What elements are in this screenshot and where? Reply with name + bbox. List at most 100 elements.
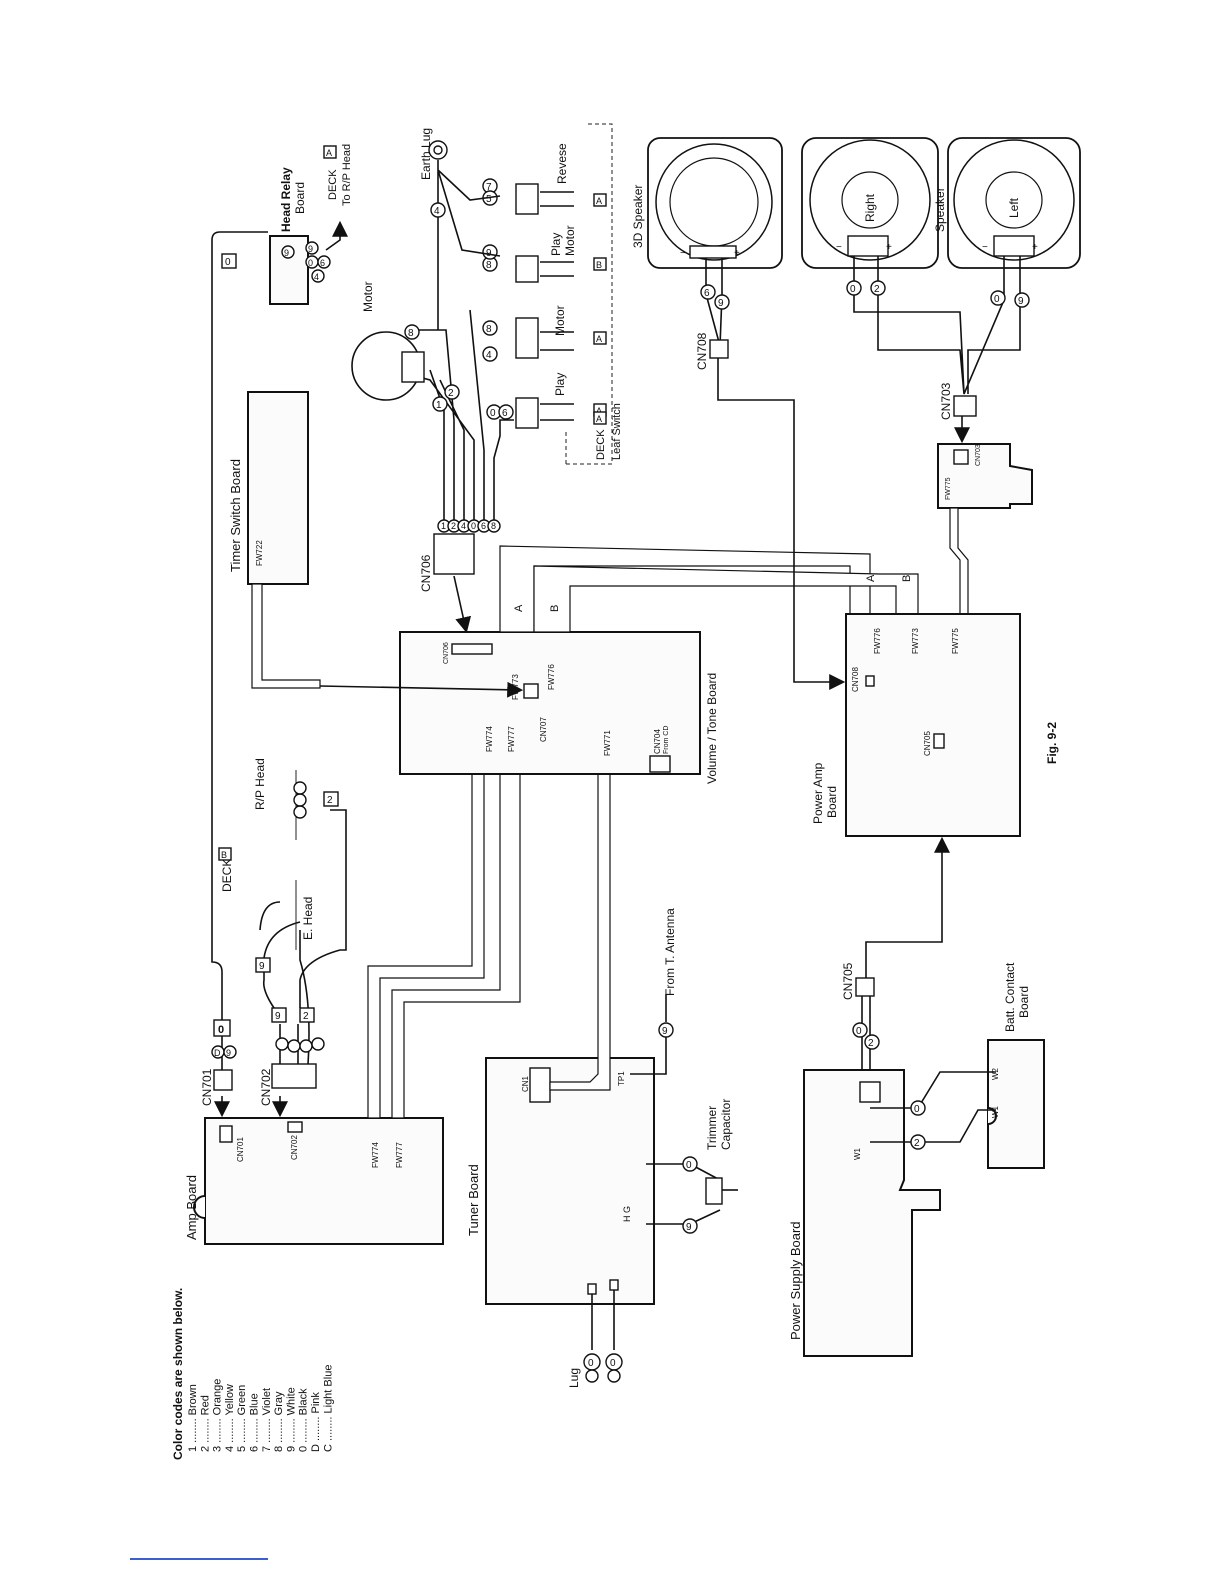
play-motor-label-1: Play — [549, 233, 563, 256]
box-a: A — [596, 196, 602, 206]
trimmer-label-line1: Trimmer — [705, 1106, 719, 1150]
plus-sign: + — [1032, 242, 1038, 253]
deck-b-label: DECK — [220, 859, 234, 892]
timer-switch-title: Timer Switch Board — [228, 459, 243, 572]
power-supply-title: Power Supply Board — [788, 1221, 803, 1340]
cn703-connector — [953, 395, 977, 417]
earth-lug-label: Earth Lug — [419, 128, 433, 180]
vt-cn704-from-cd: From CD — [663, 726, 670, 754]
pa-fw773-label: FW773 — [911, 628, 920, 654]
tuner-board-title: Tuner Board — [466, 1164, 481, 1236]
cn705-connector — [855, 977, 875, 997]
wire-code-4: 4 — [434, 206, 440, 217]
speaker-left: Left + − — [947, 137, 1081, 269]
wire-code-9: 9 — [275, 1011, 281, 1022]
box-a: A — [326, 148, 332, 158]
cn706-pin-code: 0 — [471, 521, 476, 531]
deck-rp-label: DECK — [327, 169, 339, 200]
ribbon-b-label: B — [549, 605, 561, 612]
amp-board-title: Amp Board — [184, 1175, 199, 1240]
tuner-hg-label: H G — [622, 1206, 632, 1222]
wire-code-0: 0 — [308, 258, 313, 268]
pa-cn705-label: CN705 — [923, 731, 932, 756]
batt-contact-board: W2 W1 — [987, 1039, 1045, 1169]
right-label: Right — [863, 193, 877, 222]
color-code-row: 4 ........ Yellow — [224, 1384, 236, 1452]
cn708-connector — [709, 339, 729, 359]
left-label: Left — [1007, 197, 1021, 218]
cn706-label: CN706 — [419, 554, 433, 592]
wire-code-0: 0 — [914, 1104, 920, 1115]
wire-code-6: 6 — [704, 288, 710, 299]
trimmer-label-line2: Capacitor — [719, 1099, 733, 1150]
vt-fw776-label: FW776 — [547, 664, 556, 690]
deck-b-box: B — [221, 850, 227, 860]
motor-top: 1 2 8 — [351, 324, 460, 412]
ribbon-a-label: A — [513, 604, 525, 612]
timer-fw722-label: FW722 — [255, 540, 264, 566]
minus-sign: − — [680, 248, 686, 259]
cn706-pin-code: 4 — [461, 521, 466, 531]
motor-label: Motor — [553, 305, 567, 336]
cn702-label: CN702 — [259, 1068, 273, 1106]
head-relay-title-1: Head Relay — [279, 167, 293, 232]
wire-code-2: 2 — [448, 388, 454, 399]
color-code-row: 1 ........ Brown — [187, 1384, 199, 1452]
to-rp-head-label: To R/P Head — [341, 144, 353, 206]
cn706-pin-code: 8 — [491, 521, 496, 531]
tuner-board: CN1 TP1 H G — [485, 1057, 655, 1305]
tuner-tp1-label: TP1 — [617, 1071, 626, 1086]
wire-code-0: 0 — [994, 294, 1000, 305]
wire-code-9: 9 — [308, 244, 313, 254]
wire-code-6: 6 — [320, 258, 325, 268]
play-motor-label-2: Motor — [563, 225, 577, 256]
color-code-row: 0 ........ Black — [298, 1388, 310, 1452]
amp-cn702-label: CN702 — [290, 1135, 299, 1160]
batt-w2-label: W2 — [991, 1067, 1000, 1080]
wire-code-8: 8 — [486, 324, 492, 335]
amp-board: CN701 CN702 FW774 FW777 — [193, 1117, 444, 1245]
cn702-connector — [271, 1063, 317, 1089]
wire-code-d: D — [214, 1048, 221, 1058]
wire-code-2: 2 — [868, 1038, 874, 1049]
cn706-pin-code: 6 — [481, 521, 486, 531]
color-code-row: 3 ........ Orange — [212, 1379, 224, 1452]
wire-code-0: 0 — [856, 1026, 862, 1037]
leaf-switch-revese: 7 5 Revese A — [482, 143, 607, 215]
cn703-label: CN703 — [939, 382, 953, 420]
wire-code-9: 9 — [718, 298, 724, 309]
power-supply-board: W2 W1 — [803, 1069, 941, 1357]
minus-sign: − — [836, 242, 842, 253]
cn708-label: CN708 — [695, 332, 709, 370]
leaf-switch-play: 0 6 Play A — [486, 373, 607, 429]
box-b: B — [596, 260, 602, 270]
color-code-row: 5 ........ Green — [236, 1385, 248, 1452]
deck-a-label: DECK — [595, 429, 607, 460]
wire-code-2: 2 — [874, 284, 880, 295]
leaf-switch-label: Leaf Switch — [611, 403, 623, 460]
ribbon-b-label: B — [901, 575, 913, 582]
head-relay-title-2: Board — [293, 182, 307, 214]
amp-fw777-label: FW777 — [395, 1142, 404, 1168]
speaker-label: Speaker — [933, 187, 947, 232]
power-amp-board: FW776 FW773 FW775 CN708 CN705 — [845, 613, 1021, 837]
wire-code-4: 4 — [486, 350, 492, 361]
vt-cn706-label: CN706 — [443, 642, 450, 664]
color-code-row: 8 ........ Gray — [273, 1391, 285, 1452]
lug: 0 0 Lug — [567, 1290, 623, 1388]
leaf-switch-play-motor: 8 9 Play Motor B — [482, 225, 607, 283]
amp-fw774-label: FW774 — [371, 1142, 380, 1168]
from-antenna-label: From T. Antenna — [663, 908, 677, 996]
box-a: A — [596, 334, 602, 344]
tuner-cn1-label: CN1 — [521, 1075, 530, 1092]
wire-code-0: 0 — [588, 1358, 594, 1369]
timer-switch-board: FW722 — [247, 391, 309, 585]
color-code-row: 9 ........ White — [285, 1387, 297, 1452]
color-code-row: 6 ........ Blue — [249, 1393, 261, 1452]
wire-code-9: 9 — [259, 961, 265, 972]
bottom-rule — [130, 1558, 268, 1560]
minus-sign: − — [982, 242, 988, 253]
play-label: Play — [553, 373, 567, 396]
